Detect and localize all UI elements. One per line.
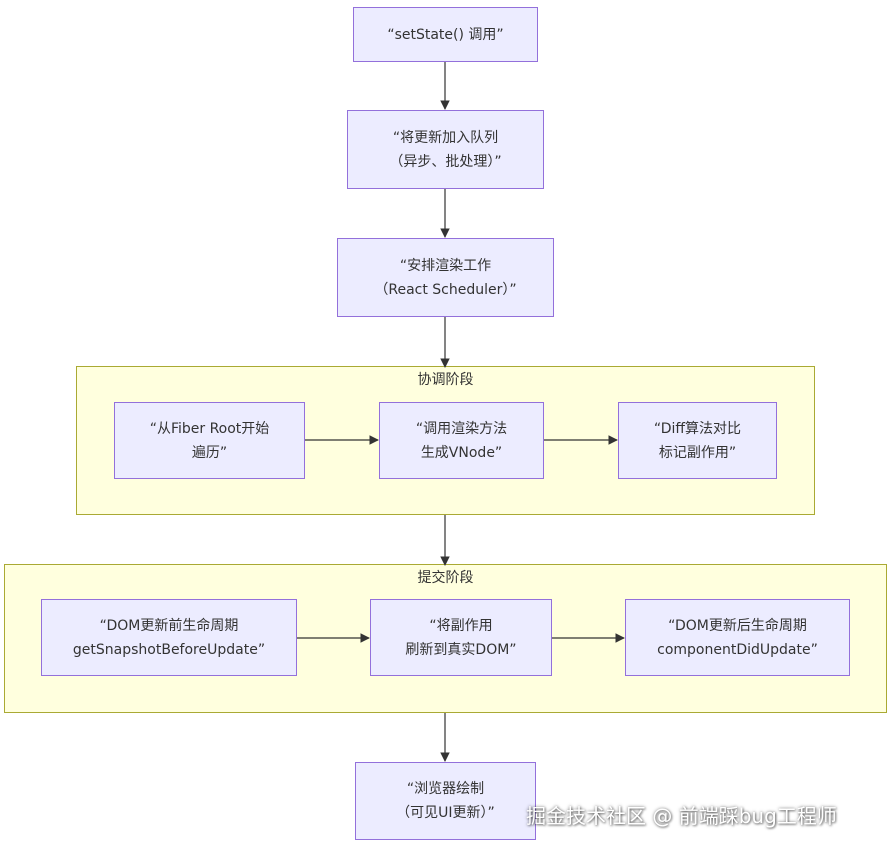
cluster-commit-title: 提交阶段 bbox=[417, 570, 474, 586]
node-enqueue-update-line-2: （异步、批处理）” bbox=[389, 153, 502, 170]
node-schedule-render-line-2: （React Scheduler）” bbox=[374, 281, 517, 298]
node-before-dom-update: “DOM更新前生命周期 getSnapshotBeforeUpdate” bbox=[41, 599, 297, 676]
node-after-dom-update: “DOM更新后生命周期 componentDidUpdate” bbox=[625, 599, 850, 676]
node-schedule-render-line-1: “安排渲染工作 bbox=[399, 257, 492, 274]
node-setstate-call-line-1: “setState() 调用” bbox=[387, 26, 504, 43]
node-after-dom-update-line-1: “DOM更新后生命周期 bbox=[668, 617, 807, 634]
node-browser-paint-line-1: “浏览器绘制 bbox=[406, 781, 485, 797]
cluster-reconcile-title: 协调阶段 bbox=[417, 372, 474, 388]
node-enqueue-update-line-1: “将更新加入队列 bbox=[392, 129, 499, 146]
node-before-dom-update-line-2: getSnapshotBeforeUpdate” bbox=[72, 641, 266, 658]
node-before-dom-update-line-1: “DOM更新前生命周期 bbox=[99, 617, 239, 634]
node-call-render-method-line-1: “调用渲染方法 bbox=[415, 420, 508, 437]
node-call-render-method: “调用渲染方法 生成VNode” bbox=[379, 402, 544, 479]
node-diff-algorithm-line-1: “Diff算法对比 bbox=[653, 420, 742, 437]
node-diff-algorithm-line-2: 标记副作用” bbox=[658, 444, 737, 461]
node-fiber-root-traverse: “从Fiber Root开始 遍历” bbox=[114, 402, 305, 479]
node-enqueue-update: “将更新加入队列 （异步、批处理）” bbox=[347, 110, 544, 189]
watermark-text: 掘金技术社区 @ 前端踩bug工程师 bbox=[526, 804, 837, 828]
node-flush-effects-line-1: “将副作用 bbox=[429, 617, 493, 634]
node-flush-effects-line-2: 刷新到真实DOM” bbox=[405, 641, 517, 658]
node-setstate-call: “setState() 调用” bbox=[353, 7, 538, 62]
node-browser-paint: “浏览器绘制 （可见UI更新）” bbox=[355, 762, 536, 840]
node-schedule-render: “安排渲染工作 （React Scheduler）” bbox=[337, 238, 554, 317]
node-diff-algorithm: “Diff算法对比 标记副作用” bbox=[618, 402, 777, 479]
node-fiber-root-traverse-line-2: 遍历” bbox=[191, 444, 228, 461]
node-browser-paint-line-2: （可见UI更新）” bbox=[396, 805, 495, 821]
node-fiber-root-traverse-line-1: “从Fiber Root开始 bbox=[149, 420, 270, 437]
node-flush-effects: “将副作用 刷新到真实DOM” bbox=[370, 599, 552, 676]
node-call-render-method-line-2: 生成VNode” bbox=[420, 444, 503, 461]
node-after-dom-update-line-2: componentDidUpdate” bbox=[657, 641, 818, 658]
